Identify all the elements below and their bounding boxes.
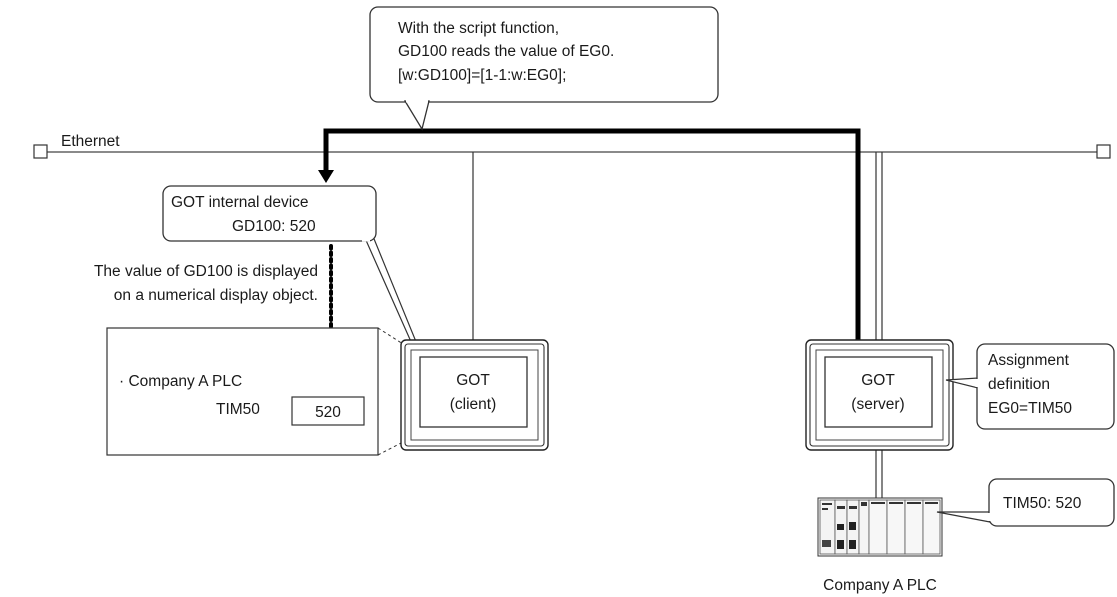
numerical-display-value: 520 [315,404,341,421]
got-client-line-2: (client) [450,396,497,413]
plc-value-text: TIM50: 520 [1003,495,1082,512]
display-note-line-1: The value of GD100 is displayed [94,263,318,280]
zoom-connector-bottom [377,441,404,456]
display-note-line-2: on a numerical display object. [114,287,318,304]
script-line-1: With the script function, [398,20,559,37]
script-callout: With the script function, GD100 reads th… [369,6,719,131]
got-client-line-1: GOT [456,372,490,389]
script-line-2: GD100 reads the value of EG0. [398,43,614,60]
client-screen-zoom: · Company A PLC TIM50 520 [106,327,379,456]
data-flow-path [318,128,861,340]
plc-label: Company A PLC [823,577,937,594]
assignment-line-3: EG0=TIM50 [988,400,1072,417]
assignment-callout: Assignment definition EG0=TIM50 [945,343,1115,430]
got-client: GOT (client) [400,339,549,451]
numerical-display [291,396,365,426]
got-server: GOT (server) [805,339,954,451]
internal-device-value: GD100: 520 [232,218,316,235]
plc-rack-image [817,497,943,557]
data-flow-arrowhead [318,170,334,183]
got-server-line-1: GOT [861,372,895,389]
plc-value-callout: TIM50: 520 [936,478,1115,527]
bus-terminator-left [33,144,48,159]
got-server-line-2: (server) [851,396,904,413]
internal-device-title: GOT internal device [171,194,309,211]
script-line-3: [w:GD100]=[1-1:w:EG0]; [398,67,566,84]
bus-terminator-right [1096,144,1111,159]
client-device-label: TIM50 [216,401,260,418]
client-plc-label: · Company A PLC [119,373,242,390]
ethernet-bus: Ethernet [33,133,1111,159]
assignment-line-2: definition [988,376,1050,393]
ethernet-label: Ethernet [61,133,120,150]
zoom-connector-top [377,327,404,345]
assignment-line-1: Assignment [988,352,1070,369]
